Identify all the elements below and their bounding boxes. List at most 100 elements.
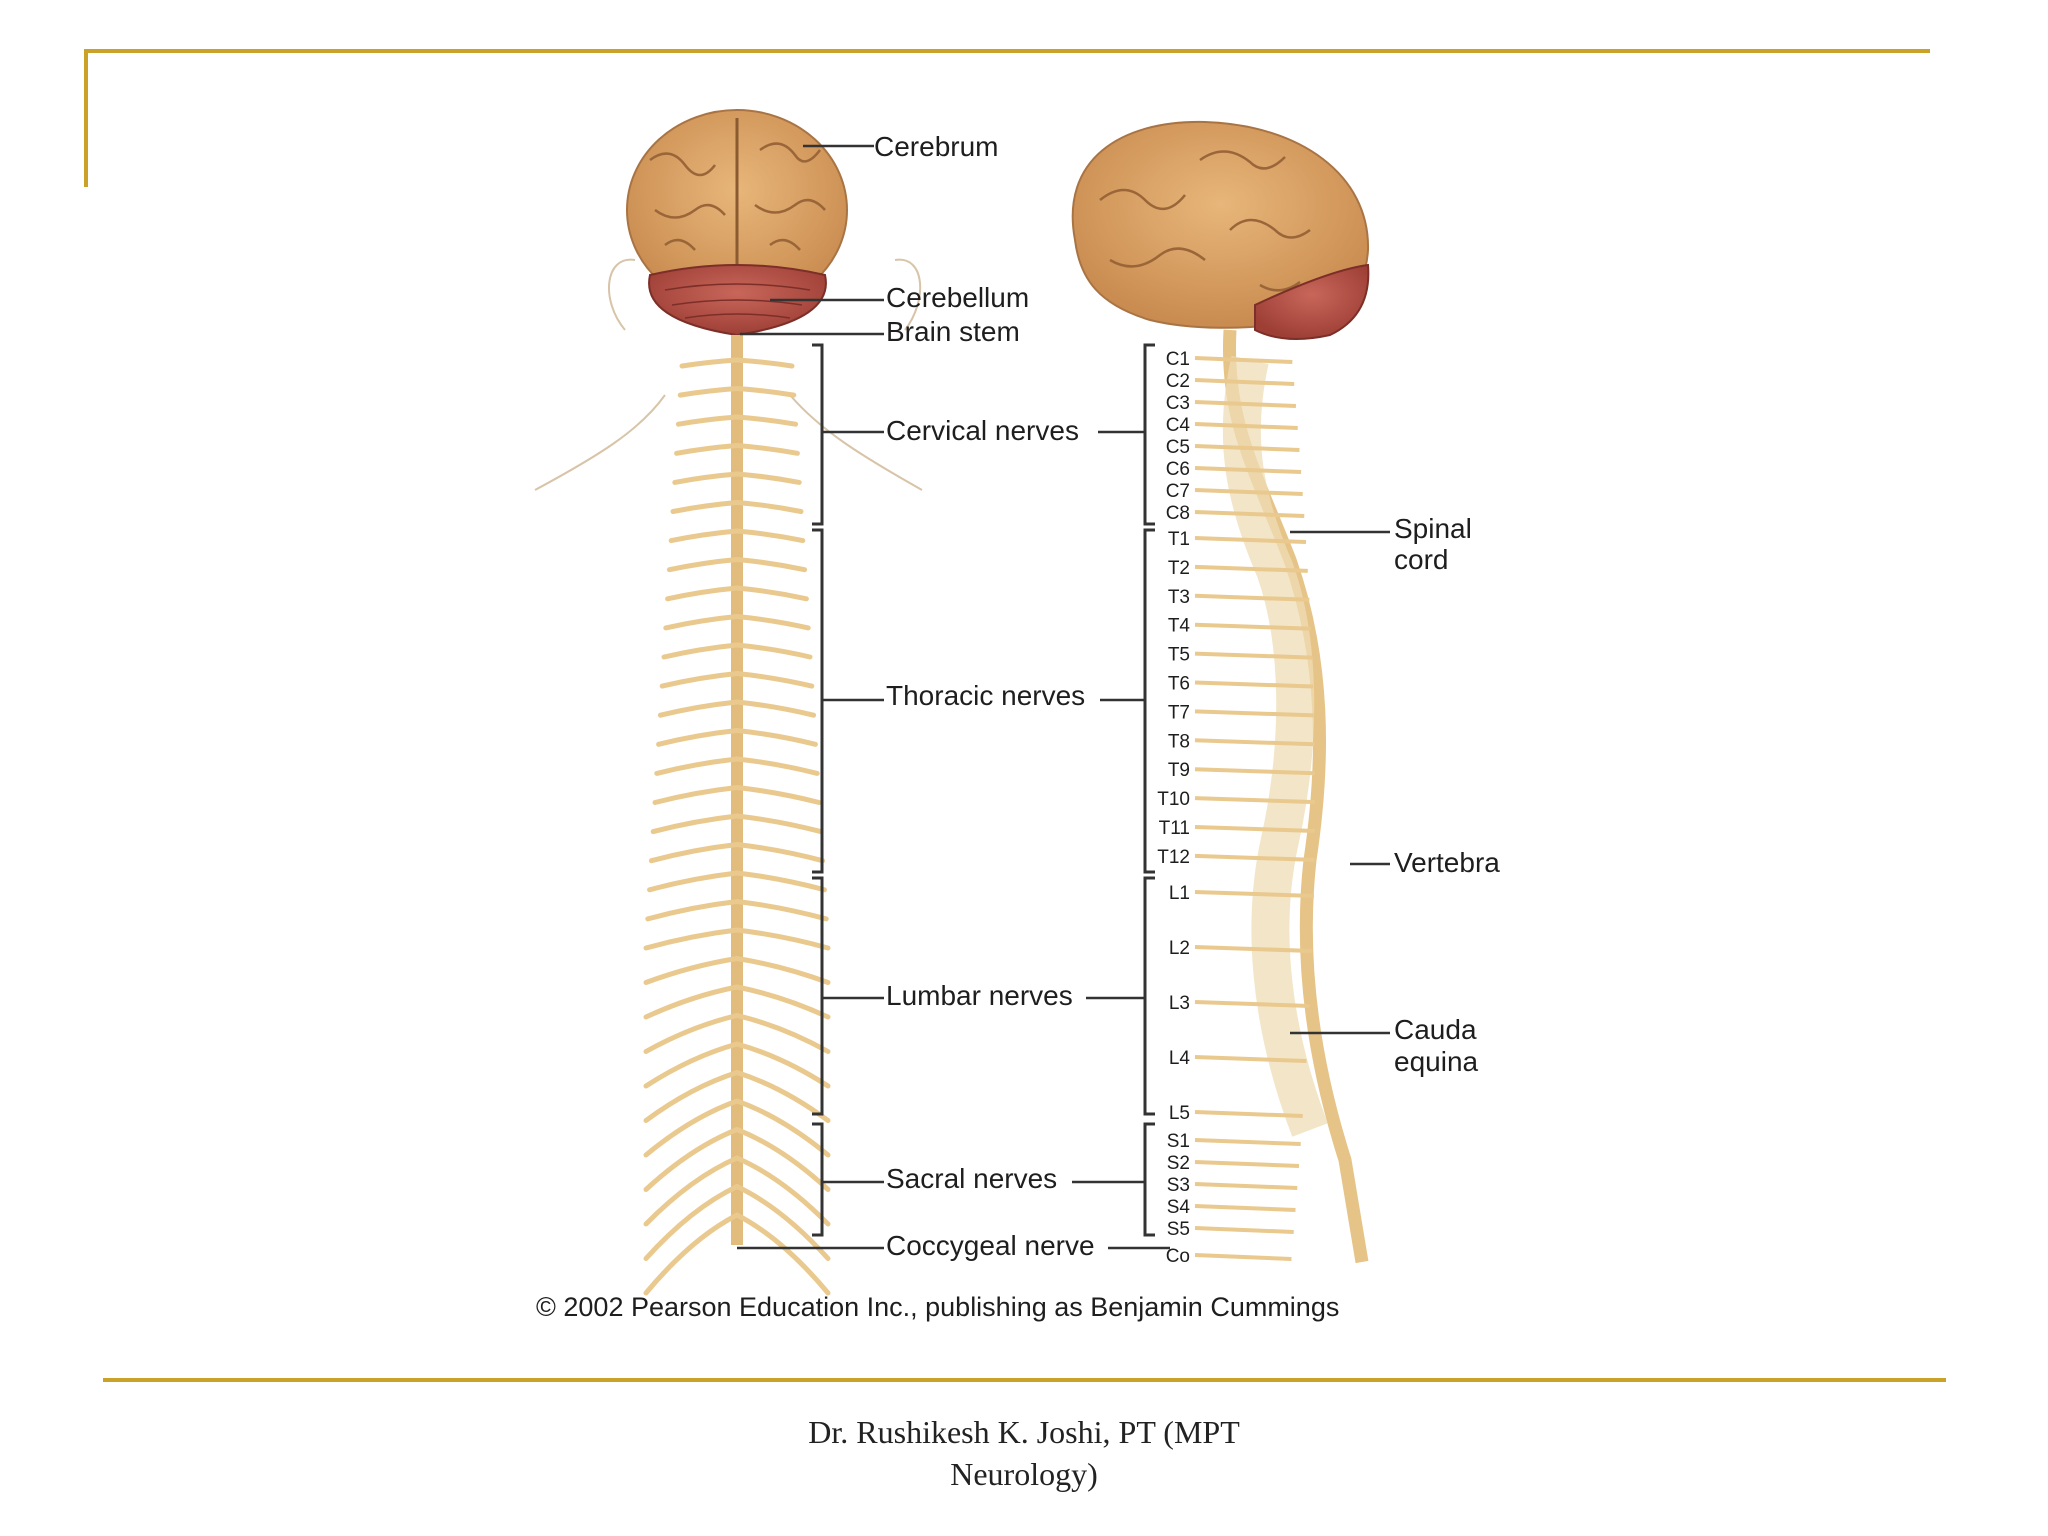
ear-outline (608, 258, 922, 331)
nerve-root (679, 357, 740, 369)
nerve-root (734, 443, 800, 456)
nervous-system-diagram: C1C2C3C4C5C6C7C8T1T2T3T4T5T6T7T8T9T10T11… (534, 109, 1500, 1322)
lateral-nerve (1194, 536, 1307, 544)
left-brackets (812, 343, 824, 1237)
label-equina: equina (1394, 1046, 1479, 1077)
label-thoracic-nerves: Thoracic nerves (886, 680, 1085, 711)
segment-label: T12 (1157, 847, 1190, 868)
lateral-nerve (1194, 593, 1310, 602)
lateral-nerve (1194, 400, 1297, 408)
segment-label: T7 (1168, 702, 1190, 723)
segment-label: T2 (1168, 558, 1190, 579)
lateral-nerve (1194, 466, 1302, 474)
segment-label: S1 (1167, 1131, 1190, 1152)
segment-label: T9 (1168, 760, 1190, 781)
label-coccygeal-nerve: Coccygeal nerve (886, 1230, 1095, 1261)
nerve-root (675, 414, 740, 427)
nerve-root (643, 984, 740, 1020)
slide-footer: Dr. Rushikesh K. Joshi, PT (MPT Neurolog… (774, 1411, 1274, 1495)
nerve-root (659, 671, 740, 689)
vertebral-column (1222, 355, 1328, 1137)
segment-label: T5 (1168, 645, 1190, 666)
lateral-nerve (1194, 738, 1315, 747)
nerve-root (734, 899, 829, 922)
segment-label: C8 (1166, 503, 1190, 524)
segment-label: C7 (1166, 481, 1190, 502)
lateral-nerve (1194, 1110, 1303, 1118)
segment-label: L3 (1169, 993, 1190, 1014)
nerve-root (654, 756, 740, 776)
footer-specialty: Neurology) (950, 1456, 1098, 1492)
nerve-root (734, 528, 806, 544)
posterior-nerve-roots (643, 357, 831, 1296)
lateral-nerve (1194, 1182, 1298, 1190)
nerve-root (672, 471, 740, 485)
segment-label: L1 (1169, 883, 1190, 904)
nerve-root (643, 1013, 740, 1054)
lateral-nerve (1194, 422, 1298, 430)
segment-label: C2 (1166, 371, 1190, 392)
lateral-nerve (1194, 510, 1305, 518)
nerve-root (650, 813, 740, 835)
nerve-root (734, 785, 822, 805)
nerve-root (734, 728, 818, 747)
lateral-nerve (1194, 488, 1303, 496)
segment-label: S3 (1167, 1175, 1190, 1196)
nerve-root (734, 585, 809, 602)
segment-label: C3 (1166, 393, 1190, 414)
cerebellum-folia (664, 283, 811, 319)
nerve-root (643, 1212, 740, 1296)
nerve-root (734, 557, 808, 573)
segment-label: S5 (1167, 1219, 1190, 1240)
cerebellum-lateral (1254, 263, 1370, 340)
bracket-cervical-right (1143, 343, 1155, 526)
nerve-root (670, 500, 740, 514)
segment-label: L2 (1169, 938, 1190, 959)
segment-label: C1 (1166, 349, 1190, 370)
nerve-root (643, 1184, 740, 1261)
nerve-root (661, 642, 740, 660)
lateral-nerve (1194, 945, 1313, 953)
bracket-lumbar-left (812, 876, 824, 1116)
nerve-root (648, 842, 740, 864)
nerve-root (734, 1212, 831, 1296)
copyright-notice: © 2002 Pearson Education Inc., publishin… (536, 1292, 1339, 1322)
nerve-root (734, 756, 820, 776)
label-spinal: Spinal (1394, 513, 1472, 544)
lateral-nerve (1194, 1138, 1301, 1146)
lateral-nerve (1194, 680, 1314, 689)
nerve-root (734, 927, 831, 951)
lateral-nerve (1194, 853, 1315, 862)
nerve-root (734, 671, 815, 689)
label-lumbar-nerves: Lumbar nerves (886, 980, 1073, 1011)
nerve-root (734, 357, 795, 369)
lateral-nerve (1194, 651, 1313, 660)
nerve-root (734, 642, 813, 660)
nerve-root (674, 443, 740, 456)
lateral-nerve (1194, 890, 1314, 898)
nerve-root (652, 785, 740, 805)
left-border (84, 49, 88, 187)
lateral-nerve (1194, 356, 1293, 364)
label-cervical-nerves: Cervical nerves (886, 415, 1079, 446)
nerve-root (665, 585, 740, 602)
nerve-root (645, 899, 740, 922)
bracket-thoracic-left (812, 528, 824, 874)
nerve-root (643, 1070, 740, 1123)
segment-label: T10 (1157, 789, 1190, 810)
posterior-view (534, 109, 923, 1296)
nerve-root (734, 1013, 831, 1054)
lateral-nerve (1194, 1204, 1296, 1212)
gyri-posterior (649, 142, 826, 251)
segment-label: T4 (1168, 616, 1191, 637)
nerve-root (734, 1127, 831, 1192)
nerve-root (734, 500, 804, 514)
lateral-nerve (1194, 1253, 1292, 1261)
nerve-root (643, 956, 740, 985)
nerve-root (643, 1098, 740, 1158)
gyri-lateral (1099, 150, 1311, 292)
segment-label: T1 (1168, 529, 1190, 550)
leader-lines (737, 144, 1390, 1250)
segment-label: C6 (1166, 459, 1190, 480)
bracket-lumbar-right (1143, 876, 1155, 1116)
